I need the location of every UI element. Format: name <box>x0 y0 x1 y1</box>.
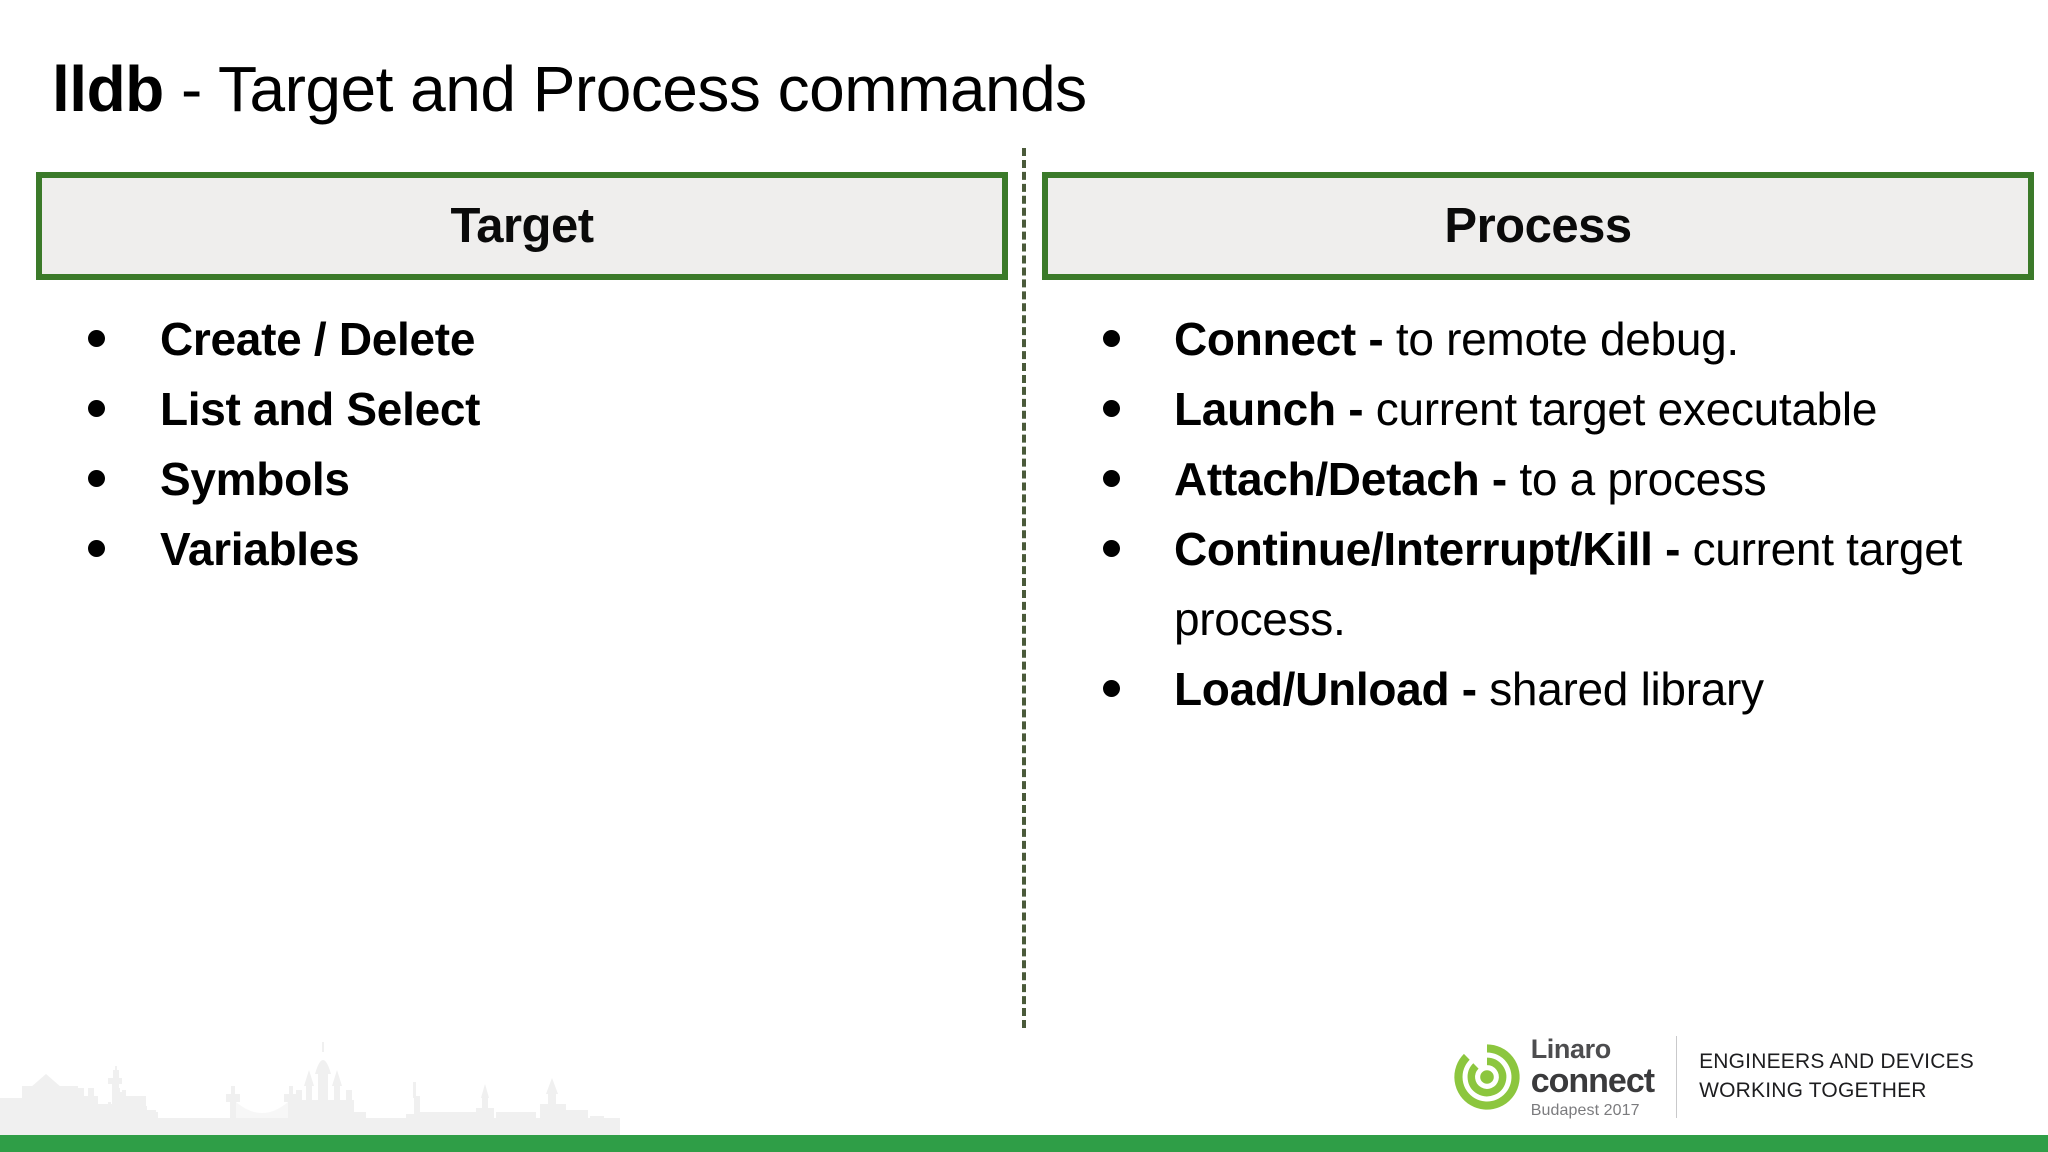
brand-separator <box>1676 1036 1678 1118</box>
list-item-dash: - <box>1652 523 1693 575</box>
bullet-dot-icon <box>88 540 105 557</box>
list-item-desc: current target executable <box>1375 383 1878 435</box>
page-title-strong: lldb <box>52 53 164 125</box>
column-header-process: Process <box>1042 172 2034 280</box>
brand-wordmark: Linaro connect Budapest 2017 <box>1530 1033 1655 1119</box>
column-header-target: Target <box>36 172 1008 280</box>
list-item-term: Load/Unload <box>1174 663 1450 715</box>
list-item-term: Create / Delete <box>160 313 476 365</box>
brand-connect-text: connect <box>1530 1061 1655 1100</box>
column-header-target-label: Target <box>450 198 594 253</box>
brand-tagline-line1: ENGINEERS AND DEVICES <box>1699 1050 1974 1074</box>
column-process: Process Connect - to remote debug. Launc… <box>1042 172 2034 724</box>
bullet-dot-icon <box>88 330 105 347</box>
list-item-dash: - <box>1355 313 1396 365</box>
brand-linaro-text: Linaro <box>1530 1033 1612 1064</box>
bullet-list-target: Create / Delete List and Select Symbols … <box>36 304 1008 584</box>
bullet-dot-icon <box>1103 470 1120 487</box>
list-item-term: Launch <box>1174 383 1336 435</box>
column-header-process-label: Process <box>1444 198 1632 253</box>
list-item-dash: - <box>1335 383 1376 435</box>
bullet-dot-icon <box>88 470 105 487</box>
list-item: Launch - current target executable <box>1042 374 2034 444</box>
list-item-term: Attach/Detach <box>1174 453 1480 505</box>
list-item-term: Continue/Interrupt/Kill <box>1174 523 1653 575</box>
list-item: List and Select <box>36 374 1008 444</box>
list-item-term: Symbols <box>160 453 350 505</box>
brand-tagline: ENGINEERS AND DEVICES WORKING TOGETHER <box>1699 1048 1974 1106</box>
linaro-connect-brand: Linaro connect Budapest 2017 ENGINEERS A… <box>1453 1032 1974 1122</box>
bullet-dot-icon <box>1103 400 1120 417</box>
brand-city-text: Budapest 2017 <box>1530 1101 1640 1119</box>
list-item-desc: to a process <box>1519 453 1767 505</box>
list-item: Attach/Detach - to a process <box>1042 444 2034 514</box>
brand-tagline-line2: WORKING TOGETHER <box>1699 1079 1927 1102</box>
columns-container: Target Create / Delete List and Select S… <box>0 172 2048 1032</box>
list-item-desc: current target process. <box>1174 523 1962 645</box>
bullet-dot-icon <box>1103 330 1120 347</box>
bullet-list-process: Connect - to remote debug. Launch - curr… <box>1042 304 2034 724</box>
list-item: Create / Delete <box>36 304 1008 374</box>
list-item-dash: - <box>1479 453 1520 505</box>
bullet-dot-icon <box>1103 680 1120 697</box>
list-item-desc: to remote debug. <box>1395 313 1739 365</box>
bullet-dot-icon <box>1103 540 1120 557</box>
column-divider <box>1022 148 1026 1028</box>
list-item-term: Variables <box>160 523 360 575</box>
column-target: Target Create / Delete List and Select S… <box>36 172 1008 584</box>
list-item: Continue/Interrupt/Kill - current target… <box>1042 514 2034 654</box>
list-item-term: List and Select <box>160 383 481 435</box>
page-title-rest: - Target and Process commands <box>163 53 1087 125</box>
budapest-skyline-graphic <box>0 1042 620 1136</box>
bullet-dot-icon <box>88 400 105 417</box>
list-item-desc: shared library <box>1489 663 1764 715</box>
list-item-term: Connect <box>1174 313 1356 365</box>
footer-accent-bar <box>0 1135 2048 1152</box>
list-item: Load/Unload - shared library <box>1042 654 2034 724</box>
list-item: Connect - to remote debug. <box>1042 304 2034 374</box>
page-title: lldb - Target and Process commands <box>52 52 1087 128</box>
list-item-dash: - <box>1449 663 1490 715</box>
list-item: Variables <box>36 514 1008 584</box>
linaro-logo-icon <box>1454 1044 1520 1110</box>
list-item: Symbols <box>36 444 1008 514</box>
